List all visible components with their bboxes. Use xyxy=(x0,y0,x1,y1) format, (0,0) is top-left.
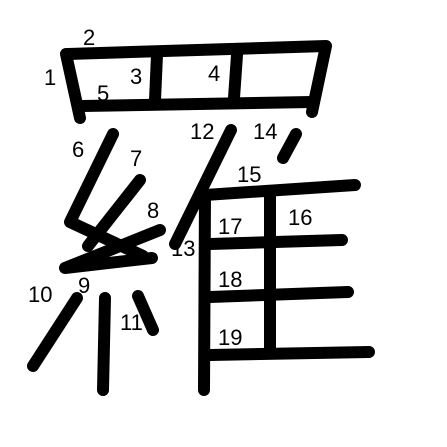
stroke-number: 13 xyxy=(171,236,195,261)
stroke-4 xyxy=(228,49,243,104)
stroke-10 xyxy=(27,292,83,372)
kanji-strokes xyxy=(27,40,375,396)
stroke-5 xyxy=(76,96,318,112)
stroke-8 xyxy=(59,224,166,274)
stroke-15 xyxy=(199,179,361,201)
stroke-number: 16 xyxy=(288,205,312,230)
stroke-number: 14 xyxy=(253,119,277,144)
stroke-number: 18 xyxy=(218,267,242,292)
stroke-number: 10 xyxy=(28,282,52,307)
stroke-numbers: 1 2 3 4 5 6 7 8 9 10 11 12 13 14 15 16 1… xyxy=(28,25,312,350)
stroke-number: 6 xyxy=(72,137,84,162)
stroke-18 xyxy=(204,286,354,303)
stroke-number: 7 xyxy=(130,146,142,171)
stroke-9 xyxy=(97,292,111,396)
stroke-number: 5 xyxy=(97,81,109,106)
stroke-12 xyxy=(169,124,237,250)
stroke-number: 9 xyxy=(78,273,90,298)
stroke-13 xyxy=(198,189,211,396)
stroke-19 xyxy=(204,346,375,361)
stroke-3 xyxy=(149,49,163,106)
stroke-7 xyxy=(82,174,146,252)
stroke-number: 15 xyxy=(237,162,261,187)
stroke-number: 1 xyxy=(44,65,56,90)
stroke-11 xyxy=(132,290,159,336)
stroke-17 xyxy=(204,234,348,250)
stroke-number: 2 xyxy=(83,25,95,50)
stroke-number: 4 xyxy=(208,61,220,86)
stroke-number: 8 xyxy=(147,198,159,223)
stroke-number: 17 xyxy=(218,214,242,239)
stroke-number: 12 xyxy=(190,119,214,144)
stroke-number: 11 xyxy=(120,310,143,335)
stroke-number: 3 xyxy=(130,64,142,89)
stroke-14 xyxy=(277,128,302,164)
stroke-number: 19 xyxy=(218,325,242,350)
